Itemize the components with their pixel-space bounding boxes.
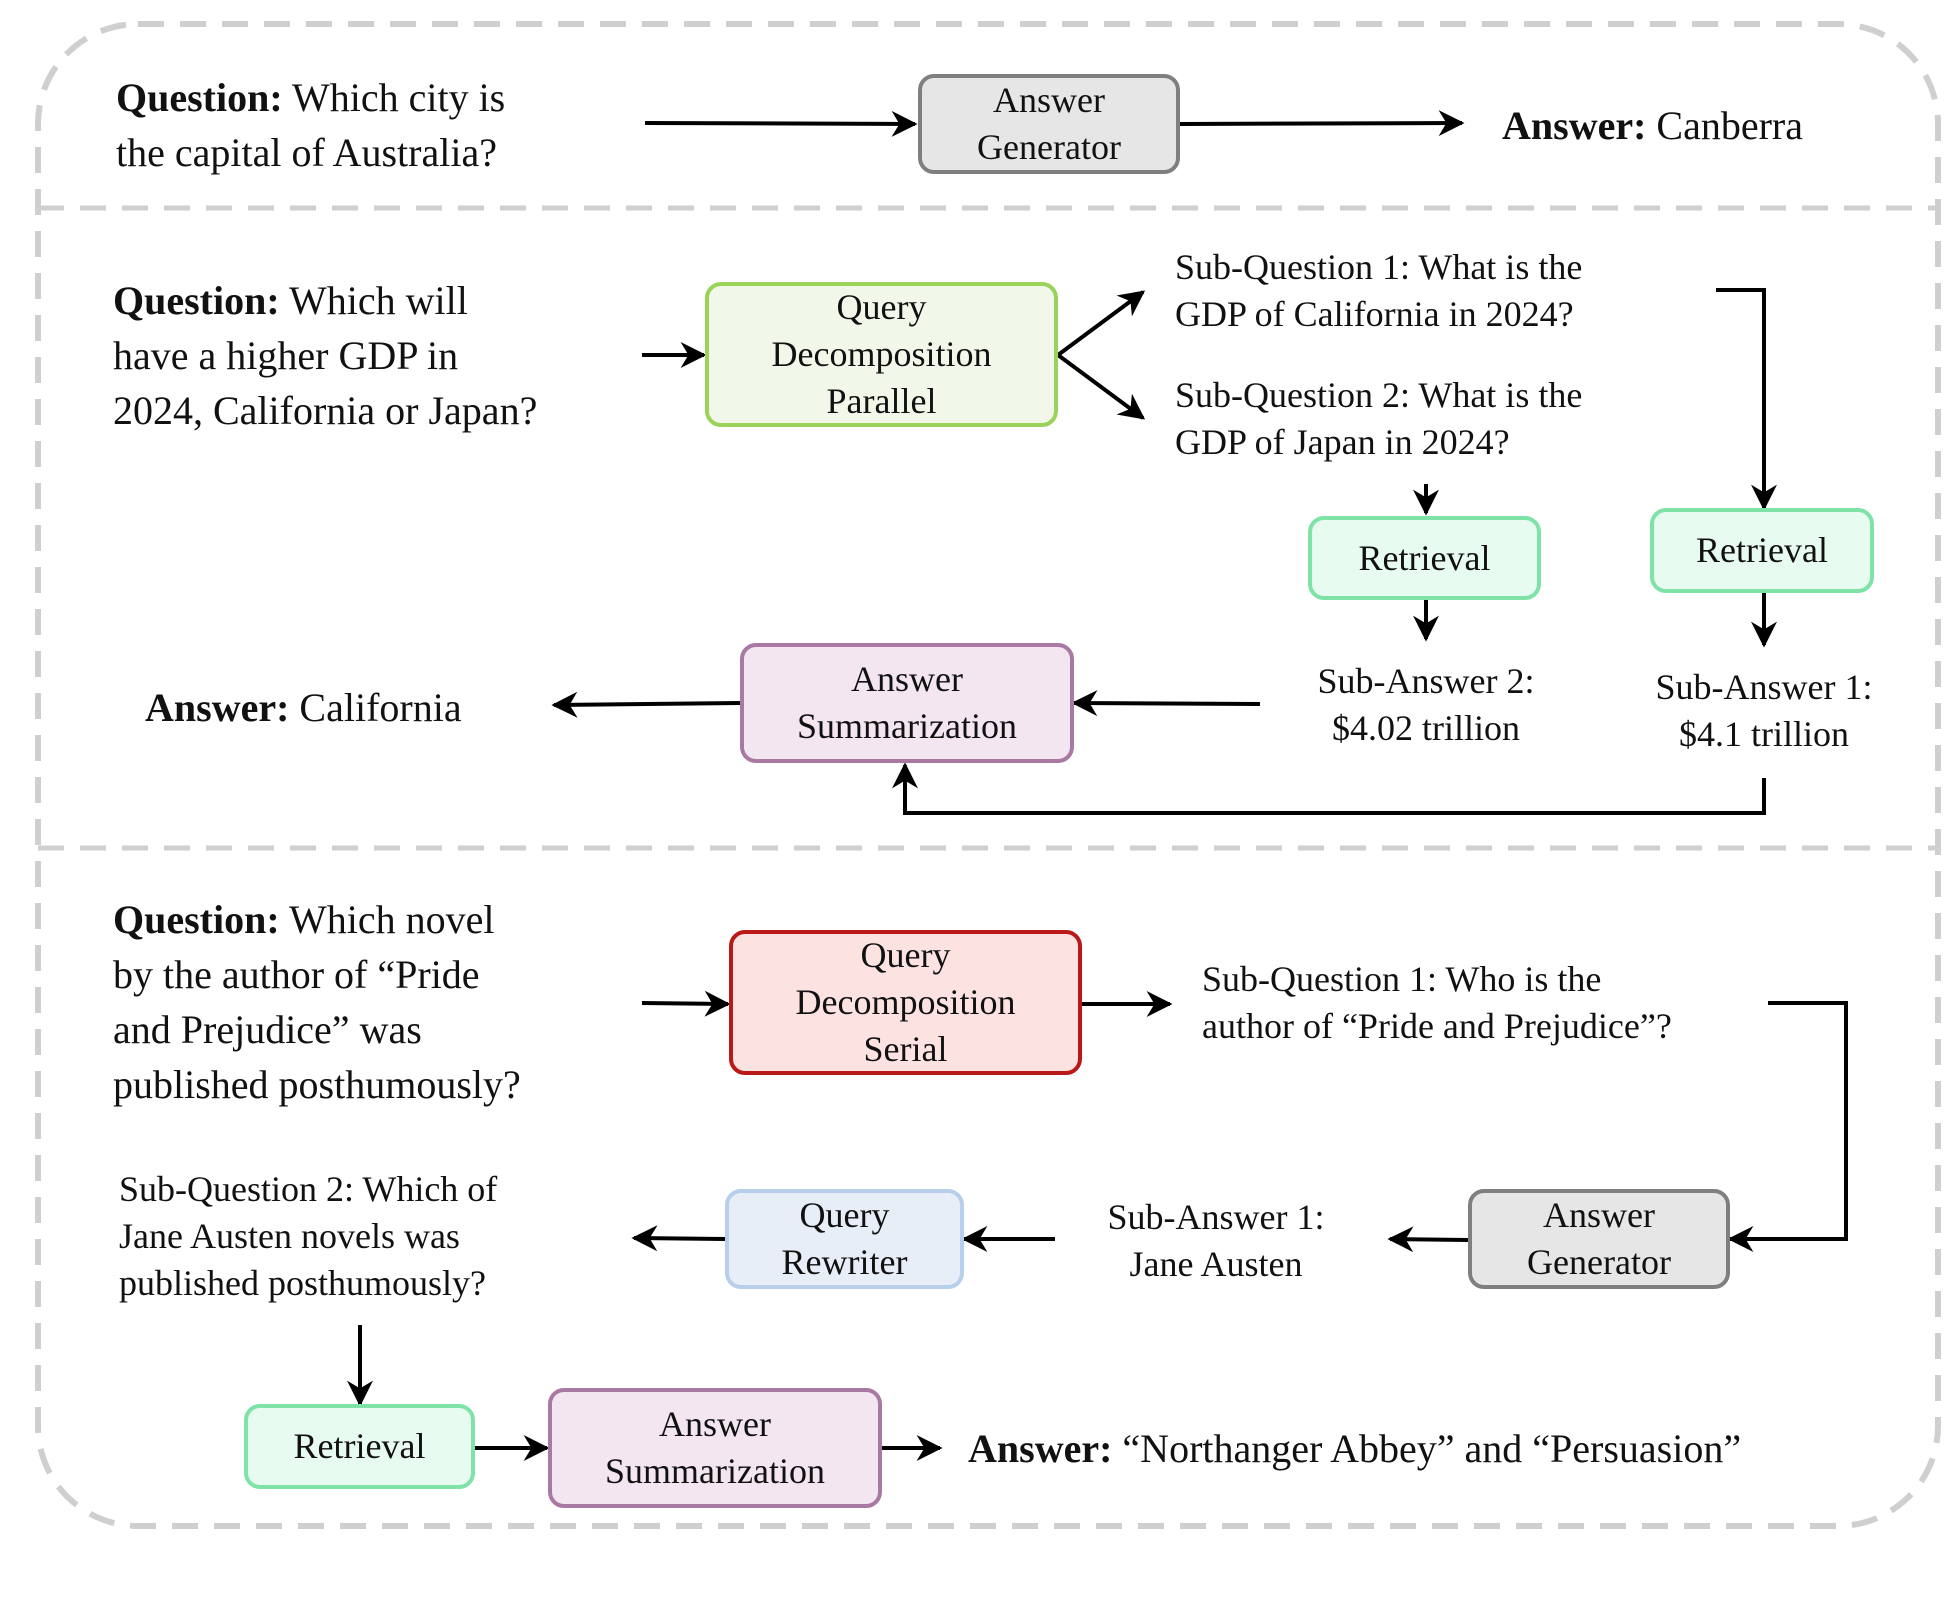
outer-frame (35, 21, 1941, 1529)
parallel-sub-question-1: Sub-Question 1: What is the GDP of Calif… (1175, 247, 1583, 334)
serial-sub-answer-1: Sub-Answer 1: Jane Austen (1107, 1197, 1325, 1284)
parallel-question: Question: Which will have a higher GDP i… (113, 278, 538, 433)
parallel-sub-answer-1: Sub-Answer 1: $4.1 trillion (1655, 667, 1873, 754)
serial-retrieval-box: Retrieval (244, 1404, 475, 1489)
parallel-sub-answer-2: Sub-Answer 2: $4.02 trillion (1317, 661, 1535, 748)
arrow-question-to-generator (644, 110, 918, 137)
parallel-answer: Answer: California (145, 685, 462, 730)
answer-label: Answer: (145, 685, 290, 730)
arrow-question-to-serial-decomposition (641, 990, 731, 1017)
query-decomposition-serial-box: Query Decomposition Serial (729, 930, 1082, 1075)
serial-question: Question: Which novel by the author of “… (113, 897, 521, 1107)
simple-question: Question: Which city is the capital of A… (116, 75, 506, 175)
serial-answer: Answer: “Northanger Abbey” and “Persuasi… (968, 1426, 1742, 1471)
simple-answer: Answer: Canberra (1502, 103, 1804, 148)
arrow-decomposition-to-subq2 (1056, 353, 1146, 420)
arrow-generator-to-answer (1179, 110, 1465, 137)
parallel-sub-question-2: Sub-Question 2: What is the GDP of Japan… (1175, 375, 1583, 462)
arrow-subq1-to-retrieval1 (1716, 288, 1777, 511)
arrow-subq1-to-generator (1727, 1001, 1848, 1252)
question-label: Question: (113, 897, 280, 942)
arrow-rewriter-to-subq2 (631, 1225, 726, 1252)
serial-answer-summarization-box: Answer Summarization (548, 1388, 882, 1508)
answer-label: Answer: (968, 1426, 1113, 1471)
query-decomposition-parallel-box: Query Decomposition Parallel (705, 282, 1058, 427)
query-rewriter-box: Query Rewriter (725, 1189, 964, 1289)
question-label: Question: (116, 75, 283, 120)
answer-summarization-box: Answer Summarization (740, 643, 1074, 763)
arrow-summarization-to-answer (551, 691, 741, 718)
arrow-decomposition-to-subq1 (1056, 290, 1146, 357)
retrieval-box-2: Retrieval (1308, 516, 1541, 600)
question-label: Question: (113, 278, 280, 323)
arrow-subanswer1-to-summarization (892, 762, 1766, 815)
answer-generator-box: Answer Generator (918, 74, 1180, 174)
answer-label: Answer: (1502, 103, 1647, 148)
arrow-subanswer2-to-summarization (1071, 690, 1261, 717)
arrow-generator-to-subanswer1 (1387, 1226, 1469, 1253)
serial-sub-question-1: Sub-Question 1: Who is the author of “Pr… (1202, 959, 1672, 1046)
serial-answer-generator-box: Answer Generator (1468, 1189, 1730, 1289)
serial-sub-question-2: Sub-Question 2: Which of Jane Austen nov… (119, 1169, 498, 1303)
retrieval-box-1: Retrieval (1650, 508, 1874, 593)
